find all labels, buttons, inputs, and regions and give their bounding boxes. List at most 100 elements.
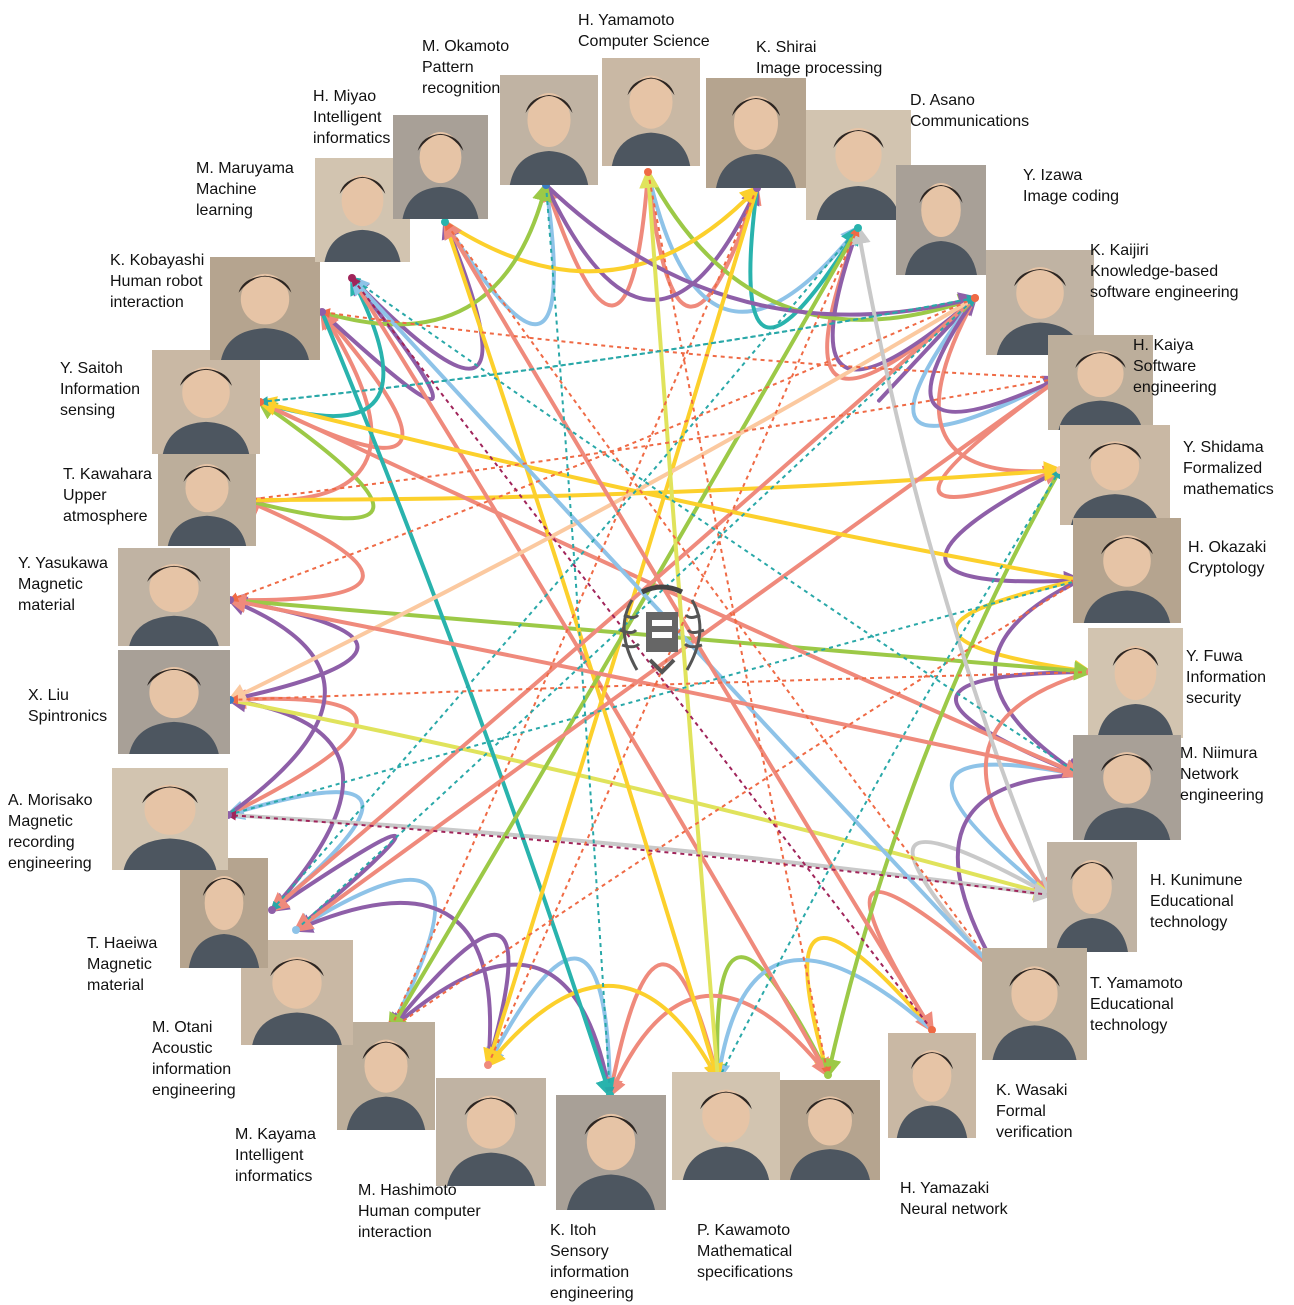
member-field: interaction	[110, 294, 184, 311]
member-field: material	[18, 597, 75, 614]
link-edge	[821, 468, 1062, 1079]
person-portrait-icon	[556, 1095, 666, 1210]
member-name: Y. Shidama	[1183, 439, 1264, 456]
member-name: H. Yamazaki	[900, 1180, 990, 1197]
link-edge	[226, 596, 327, 817]
member-photo	[393, 115, 488, 219]
member-name: M. Kayama	[235, 1126, 316, 1143]
link-edge	[320, 310, 615, 1099]
link-edge	[226, 296, 977, 703]
member-name: Y. Yasukawa	[18, 555, 108, 572]
link-edge	[243, 461, 1064, 503]
person-portrait-icon	[602, 58, 700, 166]
link-edge	[388, 187, 758, 1032]
link-edge	[389, 578, 1082, 1031]
hub-node	[928, 1026, 936, 1034]
member-photo	[896, 165, 986, 275]
link-edge	[486, 956, 612, 1097]
member-field: Computer Science	[578, 33, 710, 50]
link-edge	[485, 983, 720, 1082]
member-field: Mathematical	[697, 1243, 793, 1260]
member-photo	[1088, 628, 1183, 738]
person-portrait-icon	[1047, 842, 1137, 952]
member-name: M. Otani	[152, 1019, 213, 1036]
link-edge	[292, 376, 1062, 933]
member-photo	[806, 110, 911, 220]
link-edge	[607, 993, 830, 1099]
member-field: Educational	[1150, 893, 1234, 910]
member-field: security	[1186, 690, 1242, 707]
member-field: Cryptology	[1188, 560, 1265, 577]
member-field: atmosphere	[63, 508, 148, 525]
member-field: Upper	[63, 487, 107, 504]
member-photo	[888, 1033, 976, 1138]
member-field: technology	[1090, 1017, 1168, 1034]
member-field: material	[87, 977, 144, 994]
member-field: Information	[60, 381, 141, 398]
member-name: T. Kawahara	[63, 466, 152, 483]
link-edge	[270, 227, 859, 912]
link-edge	[646, 170, 861, 314]
member-field: Machine	[196, 181, 257, 198]
member-field: Formal	[996, 1103, 1046, 1120]
member-photo	[672, 1072, 780, 1180]
person-portrait-icon	[888, 1033, 976, 1138]
link-edge	[717, 468, 1062, 1081]
member-photo	[118, 650, 230, 754]
link-edge	[949, 762, 1082, 898]
person-portrait-icon	[152, 350, 260, 454]
member-photo	[780, 1080, 880, 1180]
member-field: engineering	[550, 1285, 634, 1302]
member-name: M. Maruyama	[196, 160, 294, 177]
person-portrait-icon	[118, 548, 230, 646]
link-edge	[228, 698, 1054, 901]
link-edge	[936, 296, 1064, 482]
member-field: mathematics	[1183, 481, 1274, 498]
member-field: engineering	[152, 1082, 236, 1099]
member-photo	[152, 350, 260, 454]
member-field: engineering	[8, 855, 92, 872]
member-field: Intelligent	[313, 109, 382, 126]
member-field: Intelligent	[235, 1147, 304, 1164]
member-field: Communications	[910, 113, 1030, 130]
member-name: H. Kaiya	[1133, 337, 1194, 354]
link-edge	[943, 468, 1084, 591]
member-field: engineering	[1180, 787, 1264, 804]
link-edge	[292, 877, 438, 1032]
member-field: Sensory	[550, 1243, 609, 1260]
member-name: K. Kobayashi	[110, 252, 205, 269]
member-photo	[602, 58, 700, 166]
member-field: Network	[1180, 766, 1239, 783]
person-portrait-icon	[780, 1080, 880, 1180]
member-name: H. Kunimune	[1150, 872, 1243, 889]
member-photo	[210, 257, 320, 360]
link-edge	[228, 297, 976, 602]
person-portrait-icon	[1073, 735, 1181, 840]
member-field: Human computer	[358, 1203, 481, 1220]
member-field: Information	[1186, 669, 1267, 686]
link-edge	[647, 171, 832, 1077]
link-edge	[295, 296, 977, 931]
link-edge	[226, 810, 1051, 896]
link-edge	[320, 308, 1061, 379]
member-name: K. Wasaki	[996, 1082, 1068, 1099]
member-field: interaction	[358, 1224, 432, 1241]
link-edge	[541, 170, 650, 308]
member-photo	[158, 448, 256, 546]
member-name: T. Yamamoto	[1090, 975, 1183, 992]
link-edge	[748, 186, 861, 330]
